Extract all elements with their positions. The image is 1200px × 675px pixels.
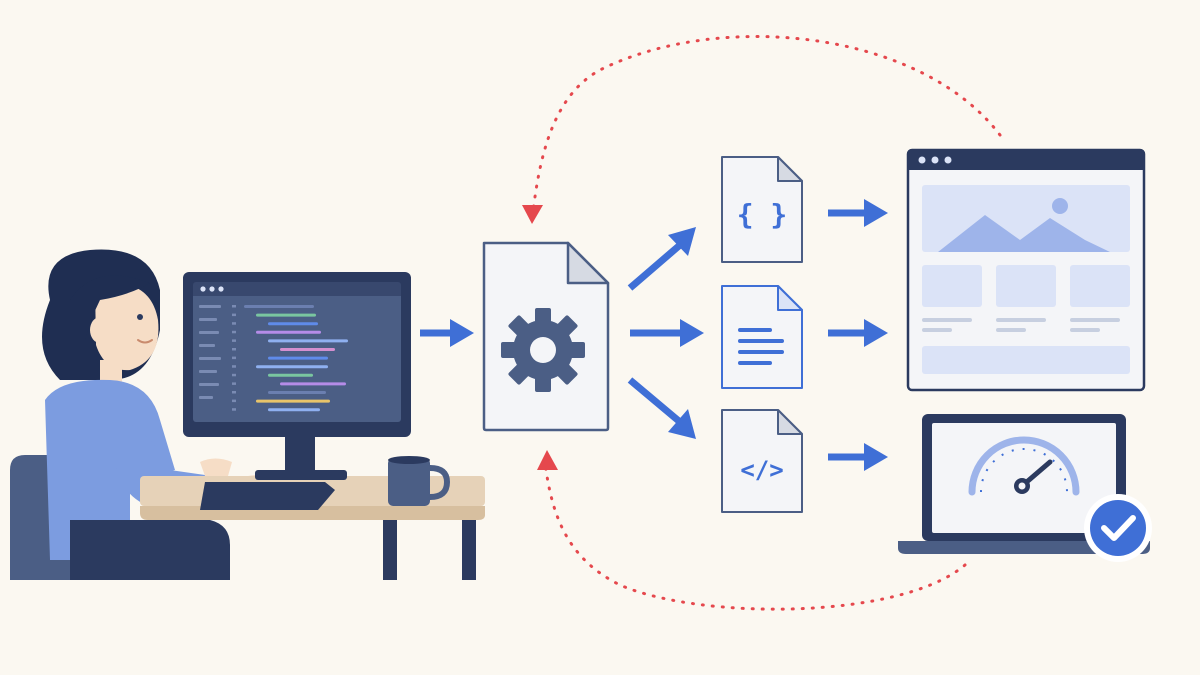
code-line <box>268 339 348 343</box>
arrow-to-processor <box>420 319 474 347</box>
feedback-arrowhead-bottom <box>537 450 558 470</box>
content-card <box>922 265 982 307</box>
feedback-loop <box>522 35 1002 611</box>
json-file: { } <box>721 156 803 263</box>
person <box>42 249 292 580</box>
line-number <box>232 330 236 334</box>
line-number <box>232 365 236 368</box>
mug <box>388 456 451 506</box>
code-line <box>268 356 328 360</box>
code-line <box>244 305 314 308</box>
sweater <box>45 379 175 560</box>
feedback-arc-top <box>530 35 1002 224</box>
laptop <box>898 414 1150 554</box>
keyboard <box>200 482 335 510</box>
code-line <box>268 408 320 412</box>
line-number <box>232 373 236 377</box>
feedback-arrowhead-top <box>522 205 543 224</box>
browser-window <box>906 148 1146 392</box>
processor-document <box>482 241 610 432</box>
line-number <box>232 339 236 342</box>
content-card <box>996 265 1056 307</box>
code-line <box>256 313 316 317</box>
code-line <box>280 348 335 351</box>
code-line <box>280 382 346 386</box>
code-line <box>268 322 318 326</box>
line-number <box>232 313 236 317</box>
line-number <box>232 399 236 403</box>
line-number <box>232 356 236 360</box>
code-line <box>268 391 326 394</box>
text-document-file <box>721 285 803 389</box>
code-line <box>256 399 330 403</box>
line-number <box>232 391 236 394</box>
monitor-stand <box>285 437 315 475</box>
code-file: </> <box>721 409 803 513</box>
line-number <box>232 305 236 308</box>
check-circle-icon <box>1084 494 1152 562</box>
speedometer-icon <box>968 436 1080 496</box>
fanout-arrows <box>627 227 704 439</box>
footer-bar <box>922 346 1130 374</box>
code-line <box>256 330 321 334</box>
text-lines-icon <box>738 328 784 365</box>
code-editor-lines <box>232 305 348 412</box>
code-line <box>268 373 313 377</box>
output-arrows <box>828 199 888 471</box>
curly-braces-icon: { } <box>737 198 788 231</box>
monitor-screen <box>193 282 401 422</box>
code-line <box>256 365 328 369</box>
face <box>95 283 159 371</box>
sidebar-lines <box>199 305 221 399</box>
line-number <box>232 322 236 325</box>
line-number <box>232 382 236 385</box>
feedback-arc-bottom <box>543 460 967 611</box>
code-brackets-icon: </> <box>740 456 783 484</box>
line-number <box>232 348 236 351</box>
line-number <box>232 408 236 411</box>
monitor <box>183 272 411 480</box>
gear-icon <box>501 308 585 392</box>
content-card <box>1070 265 1130 307</box>
